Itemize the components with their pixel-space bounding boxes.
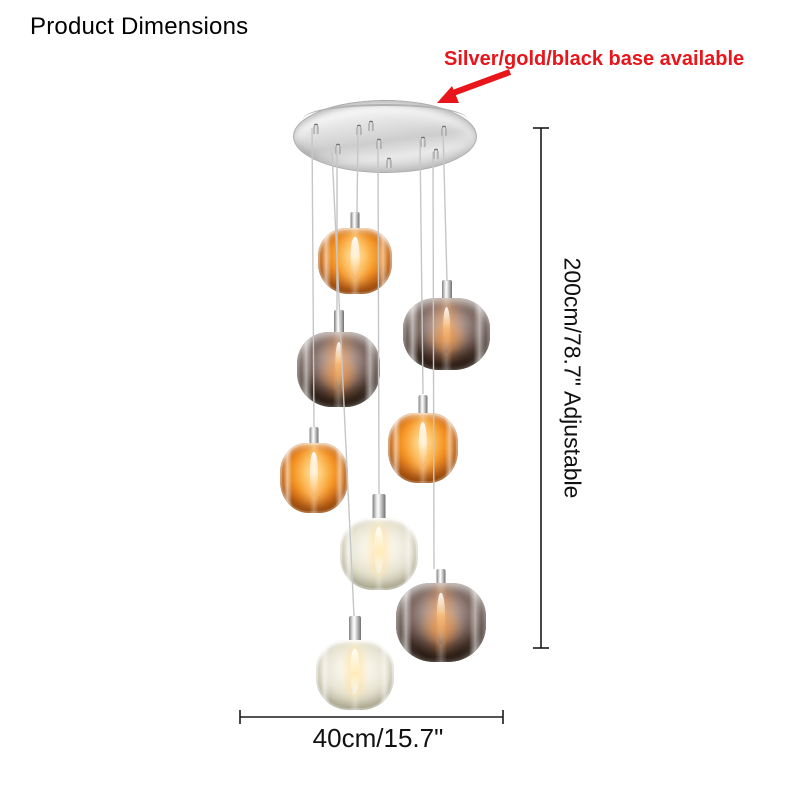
pendant-smoke [403,280,490,370]
cable-gripper [356,126,362,136]
cable-gripper [368,122,374,132]
pendant-cap [436,569,446,587]
width-dimension-label: 40cm/15.7" [312,723,444,753]
pendant-cap [372,494,386,522]
pendant-cap [350,212,360,232]
cable-gripper [335,145,341,155]
pendant-amber [318,212,392,294]
pendant-shade [340,518,418,590]
pendant-shade [316,640,394,710]
bulb-filament [442,307,451,354]
pendant-smoke [297,310,380,407]
pendant-cap [441,280,452,302]
cable-gripper [441,127,447,137]
bulb-filament [350,236,360,279]
pendant-shade [396,583,486,662]
cable-gripper [386,159,392,169]
pendant-cap [418,395,428,417]
annotation-note: Silver/gold/black base available [444,48,745,70]
pendant-amber [280,427,348,513]
bulb-filament [309,452,319,497]
page-title: Product Dimensions [30,13,249,40]
pendant-cap [349,616,361,644]
red-arrow-icon [437,69,512,103]
pendant-smoke [396,569,486,662]
pendant-champagne [340,494,418,590]
pendant-shade [297,332,380,407]
pendant-shade [388,413,458,483]
pendant-amber [388,395,458,483]
bulb-filament [418,422,428,467]
pendant-champagne [316,616,394,710]
pendant-shade [318,228,392,294]
bulb-filament [374,527,384,574]
cable-gripper [313,125,319,135]
bulb-filament [334,341,343,390]
bulb-filament [350,649,360,694]
cable-gripper [420,138,426,148]
cable-gripper [433,150,439,160]
pendant-cap [309,427,319,447]
pendant-shade [280,443,348,513]
cable-gripper [376,140,382,150]
ceiling-canopy [293,100,477,173]
bulb-filament [436,593,446,644]
pendant-shade [403,298,490,370]
height-dimension-label: 200cm/78.7" Adjustable [559,257,586,499]
